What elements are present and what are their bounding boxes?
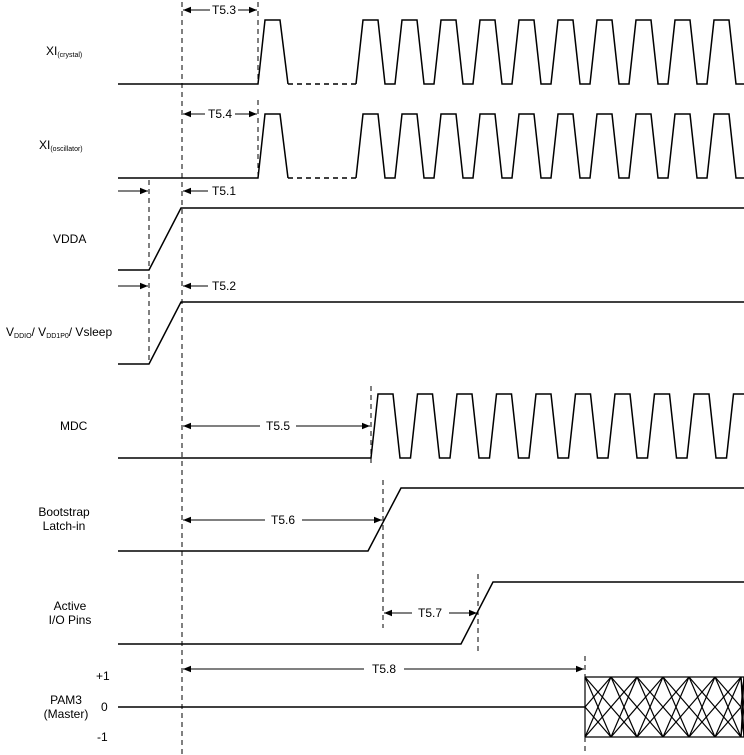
vdda-label: VDDA bbox=[53, 232, 87, 246]
xi-gaps bbox=[288, 83, 356, 179]
timing-labels: T5.3 T5.4 T5.1 T5.2 T5.5 T5.6 T5.7 T5.8 bbox=[208, 3, 442, 676]
t57-label: T5.7 bbox=[418, 606, 442, 620]
waveforms bbox=[118, 19, 744, 708]
t52-label: T5.2 bbox=[212, 279, 236, 293]
vddio-waveform bbox=[118, 301, 744, 365]
timing-arrows bbox=[118, 6, 584, 673]
xi-crystal-label: XI(crystal) bbox=[46, 44, 83, 59]
pam3-eye-pattern bbox=[584, 676, 744, 738]
active-io-label-line2: I/O Pins bbox=[48, 613, 92, 627]
pam3-label-line1: PAM3 bbox=[50, 693, 82, 707]
pam3-label-line2: (Master) bbox=[43, 707, 89, 721]
bootstrap-waveform bbox=[118, 487, 744, 552]
vdda-waveform bbox=[118, 207, 744, 271]
t54-label: T5.4 bbox=[208, 107, 232, 121]
xi-crystal-waveform bbox=[118, 19, 744, 85]
xi-oscillator-label: XI(oscillator) bbox=[39, 138, 83, 153]
active-io-label-line1: Active bbox=[53, 599, 87, 613]
xi-oscillator-waveform bbox=[118, 113, 744, 179]
pam3-level-zero: 0 bbox=[101, 700, 108, 714]
mdc-label: MDC bbox=[60, 419, 88, 433]
bootstrap-label-line1: Bootstrap bbox=[38, 505, 90, 519]
t56-label: T5.6 bbox=[271, 513, 295, 527]
bootstrap-label-line2: Latch-in bbox=[42, 519, 86, 533]
vddio-label: VDDIO/ VDD1P0/ Vsleep bbox=[6, 325, 113, 340]
pam3-level-minus1: -1 bbox=[97, 730, 108, 744]
mdc-waveform bbox=[118, 393, 744, 459]
t51-label: T5.1 bbox=[212, 184, 236, 198]
t58-label: T5.8 bbox=[372, 662, 396, 676]
pam3-level-plus1: +1 bbox=[96, 669, 110, 683]
pam3-label: PAM3(Master) bbox=[30, 693, 102, 721]
t53-label: T5.3 bbox=[212, 3, 236, 17]
t55-label: T5.5 bbox=[266, 419, 290, 433]
